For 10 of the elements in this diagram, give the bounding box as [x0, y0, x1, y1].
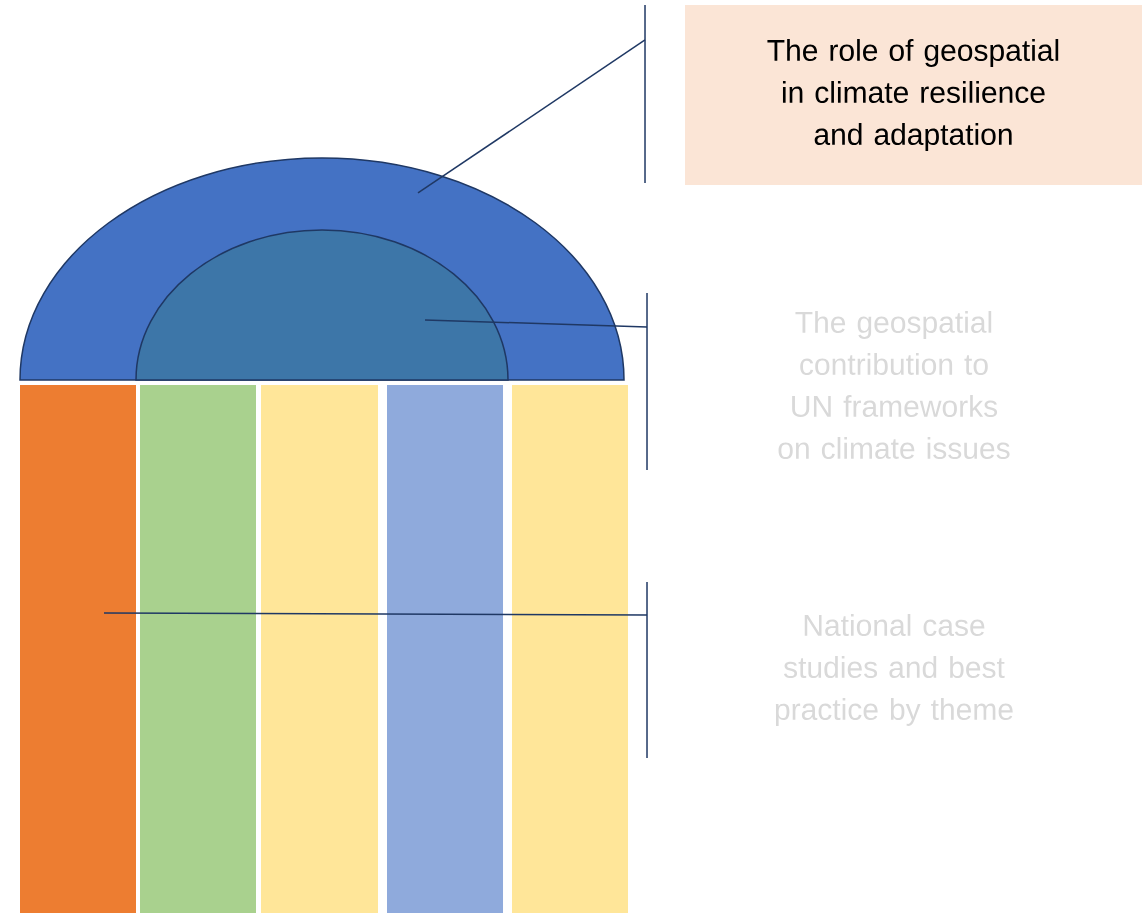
column [261, 385, 378, 913]
leader-line [103, 612, 648, 616]
column [387, 385, 503, 913]
leader-line [417, 39, 646, 194]
arch [135, 229, 509, 381]
leader-line [424, 319, 648, 328]
title-box: The role of geospatial in climate resilience and adaptation [685, 5, 1142, 185]
column [512, 385, 628, 913]
column [20, 385, 136, 913]
column [140, 385, 256, 913]
